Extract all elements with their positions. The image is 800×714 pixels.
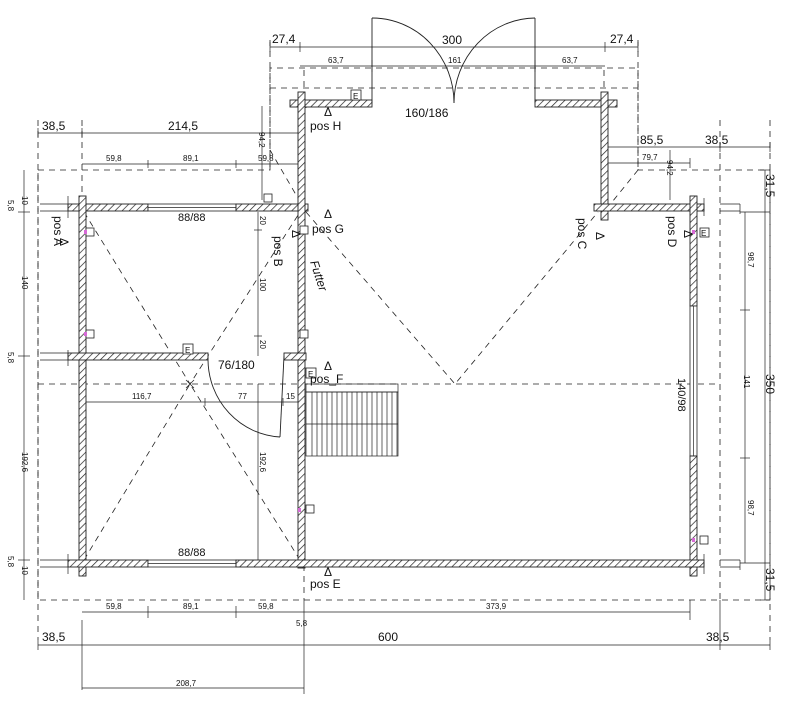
box-e-right: E xyxy=(699,227,710,238)
box-e-top: E xyxy=(350,89,362,101)
svg-text:Δ: Δ xyxy=(681,230,695,238)
svg-text:192,6: 192,6 xyxy=(20,452,29,473)
svg-text:161: 161 xyxy=(448,56,462,65)
svg-text:63,7: 63,7 xyxy=(328,56,344,65)
svg-text:89,1: 89,1 xyxy=(183,154,199,163)
box-e-letter: E xyxy=(353,92,358,101)
svg-text:31,5: 31,5 xyxy=(763,568,777,592)
svg-text:208,7: 208,7 xyxy=(176,679,197,688)
svg-text:10: 10 xyxy=(20,566,29,575)
dimension-lines xyxy=(18,42,771,694)
svg-text:59,8: 59,8 xyxy=(106,602,122,611)
svg-text:100: 100 xyxy=(258,278,267,292)
svg-text:85,5: 85,5 xyxy=(640,133,664,147)
svg-text:5,8: 5,8 xyxy=(6,200,15,212)
walls xyxy=(40,91,741,577)
svg-text:38,5: 38,5 xyxy=(705,133,729,147)
svg-text:140: 140 xyxy=(20,276,29,290)
svg-text:38,5: 38,5 xyxy=(42,119,66,133)
pos-c-label: pos C xyxy=(575,218,589,250)
room-labels: 160/186 76/180 88/88 88/88 140/98 Futter… xyxy=(51,105,695,591)
svg-text:5,8: 5,8 xyxy=(6,556,15,568)
svg-text:10: 10 xyxy=(20,196,29,205)
svg-text:192,6: 192,6 xyxy=(258,452,267,473)
pos-h-label: pos H xyxy=(310,119,341,133)
staircase xyxy=(305,383,399,457)
svg-text:59,8: 59,8 xyxy=(258,602,274,611)
svg-text:20: 20 xyxy=(258,216,267,225)
svg-text:116,7: 116,7 xyxy=(132,392,152,401)
futter-label: Futter xyxy=(307,259,330,294)
svg-text:89,1: 89,1 xyxy=(183,602,199,611)
svg-text:350: 350 xyxy=(763,374,777,394)
svg-text:94,2: 94,2 xyxy=(665,160,674,176)
window-bottom-label: 88/88 xyxy=(178,547,206,559)
svg-text:59,8: 59,8 xyxy=(106,154,122,163)
svg-text:98,7: 98,7 xyxy=(746,252,755,268)
svg-text:Δ: Δ xyxy=(57,238,71,246)
svg-text:5,8: 5,8 xyxy=(6,352,15,364)
box-e-mid: E xyxy=(182,343,194,355)
svg-text:79,7: 79,7 xyxy=(642,153,658,162)
inner-door xyxy=(185,355,285,438)
svg-text:77: 77 xyxy=(238,392,247,401)
svg-text:Δ: Δ xyxy=(289,230,303,238)
pos-a-label: pos A xyxy=(51,216,65,246)
svg-text:59,8: 59,8 xyxy=(258,154,274,163)
svg-text:63,7: 63,7 xyxy=(562,56,578,65)
svg-text:141: 141 xyxy=(742,375,751,389)
window-top-label: 88/88 xyxy=(178,212,206,224)
svg-text:E: E xyxy=(701,229,706,238)
svg-text:E: E xyxy=(308,370,313,379)
svg-text:Δ: Δ xyxy=(593,232,607,240)
triangle-e: Δ xyxy=(324,565,332,579)
svg-text:15: 15 xyxy=(286,392,295,401)
door-inner-label: 76/180 xyxy=(218,358,255,372)
pos-g-label: pos G xyxy=(312,222,344,236)
svg-text:E: E xyxy=(185,346,190,355)
triangle-f: Δ xyxy=(324,359,332,373)
dim-top-300: 300 xyxy=(442,33,462,47)
svg-text:373,9: 373,9 xyxy=(486,602,507,611)
svg-text:20: 20 xyxy=(258,340,267,349)
dashed-guides xyxy=(37,40,771,640)
dim-top-left-27: 27,4 xyxy=(272,32,296,46)
pos-d-label: pos D xyxy=(665,216,679,248)
svg-text:38,5: 38,5 xyxy=(42,630,66,644)
pos-e-label: pos E xyxy=(310,577,341,591)
main-double-door xyxy=(371,17,536,104)
pos-f-label: pos_F xyxy=(310,372,343,386)
electrical-boxes: E E E E xyxy=(84,89,710,545)
svg-text:5,8: 5,8 xyxy=(296,619,308,628)
dim-top-right-27: 27,4 xyxy=(610,32,634,46)
svg-text:94,2: 94,2 xyxy=(257,132,266,148)
door-main-label: 160/186 xyxy=(405,106,449,120)
svg-text:38,5: 38,5 xyxy=(706,630,730,644)
triangle-g: Δ xyxy=(324,207,332,221)
svg-text:98,7: 98,7 xyxy=(746,500,755,516)
svg-text:214,5: 214,5 xyxy=(168,119,198,133)
window-right-label: 140/98 xyxy=(675,378,687,412)
box-e-futter: E xyxy=(305,367,317,379)
svg-text:600: 600 xyxy=(378,630,398,644)
svg-text:31,5: 31,5 xyxy=(763,174,777,198)
dimension-texts: 27,4 300 27,4 63,7 161 63,7 38,5 214,5 8… xyxy=(6,32,777,688)
triangle-h: Δ xyxy=(324,105,332,119)
pos-b-label: pos B xyxy=(271,236,285,267)
